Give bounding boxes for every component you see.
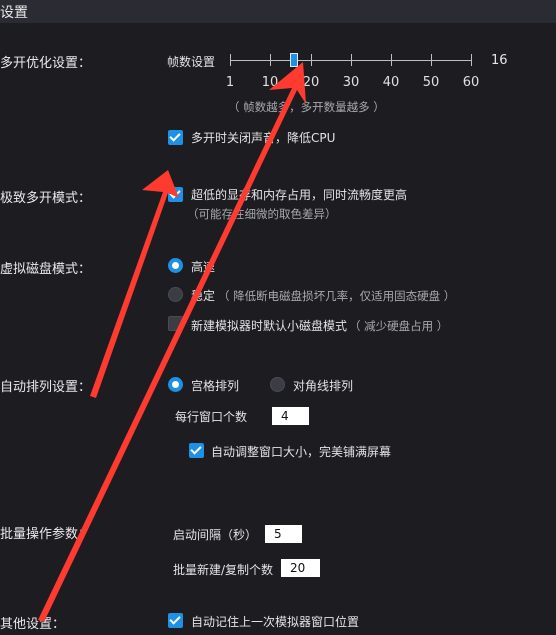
start-interval-label: 启动间隔（秒） <box>173 528 258 542</box>
slider-tick <box>351 54 352 66</box>
slider-tick-label: 50 <box>422 75 440 90</box>
frame-slider-hint: （ 帧数越多，多开数量越多 ） <box>228 100 385 114</box>
slider-tick-label: 30 <box>342 75 360 90</box>
small-disk-label: 新建模拟器时默认小磁盘模式 <box>191 319 348 333</box>
disk-fast-radio[interactable] <box>168 258 183 273</box>
section-batch-label: 批量操作参数： <box>0 527 92 542</box>
section-auto-arrange-label: 自动排列设置： <box>0 380 92 395</box>
section-other-label: 其他设置： <box>0 617 66 632</box>
small-disk-note: （ 减少硬盘占用 ） <box>349 319 449 333</box>
section-multi-open-label: 多开优化设置： <box>0 56 92 71</box>
small-disk-checkbox[interactable] <box>168 316 183 331</box>
remember-position-checkbox[interactable] <box>168 613 183 628</box>
per-row-input[interactable]: 4 <box>272 407 309 425</box>
slider-tick-label: 20 <box>302 75 320 90</box>
annotation-arrow-short <box>90 170 179 398</box>
extreme-mode-label: 超低的显存和内存占用，同时流畅度更高 <box>191 188 408 202</box>
slider-tick-label: 10 <box>261 75 279 90</box>
batch-count-input[interactable]: 20 <box>281 559 320 577</box>
disk-stable-radio[interactable] <box>168 287 183 302</box>
arrange-grid-label: 宫格排列 <box>191 379 240 393</box>
extreme-mode-checkbox[interactable] <box>168 187 183 202</box>
slider-tick <box>311 54 312 66</box>
disk-stable-label: 稳定 <box>191 289 216 303</box>
slider-tick <box>230 54 231 66</box>
slider-tick <box>391 54 392 66</box>
arrange-diagonal-radio[interactable] <box>270 377 285 392</box>
remember-position-label: 自动记住上一次模拟器窗口位置 <box>191 615 360 629</box>
section-virtual-disk-label: 虚拟磁盘模式： <box>0 262 92 277</box>
disk-fast-label: 高速 <box>191 260 216 274</box>
slider-tick <box>270 54 271 66</box>
frame-slider-value: 16 <box>491 53 508 68</box>
title-bar: 设置 <box>0 0 556 23</box>
slider-tick <box>431 54 432 66</box>
slider-tick-label: 1 <box>225 75 235 90</box>
arrange-diagonal-label: 对角线排列 <box>293 379 354 393</box>
window-title: 设置 <box>0 5 28 21</box>
extreme-mode-note: （可能存在细微的取色差异） <box>187 207 337 221</box>
frame-slider-label: 帧数设置 <box>167 55 216 69</box>
frame-slider-thumb[interactable] <box>290 53 298 67</box>
start-interval-input[interactable]: 5 <box>265 525 302 543</box>
batch-count-label: 批量新建/复制个数 <box>173 563 274 577</box>
auto-resize-label: 自动调整窗口大小，完美铺满屏幕 <box>211 445 392 459</box>
arrange-grid-radio[interactable] <box>168 377 183 392</box>
mute-sound-label: 多开时关闭声音，降低CPU <box>191 131 336 145</box>
mute-sound-checkbox[interactable] <box>168 130 183 145</box>
auto-resize-checkbox[interactable] <box>189 443 204 458</box>
slider-tick-label: 60 <box>462 75 480 90</box>
slider-tick <box>471 54 472 66</box>
slider-tick-label: 40 <box>382 75 400 90</box>
section-extreme-label: 极致多开模式： <box>0 191 92 206</box>
disk-stable-note: （ 降低断电磁盘损坏几率，仅适用固态硬盘 ） <box>218 289 456 303</box>
per-row-label: 每行窗口个数 <box>175 410 248 424</box>
